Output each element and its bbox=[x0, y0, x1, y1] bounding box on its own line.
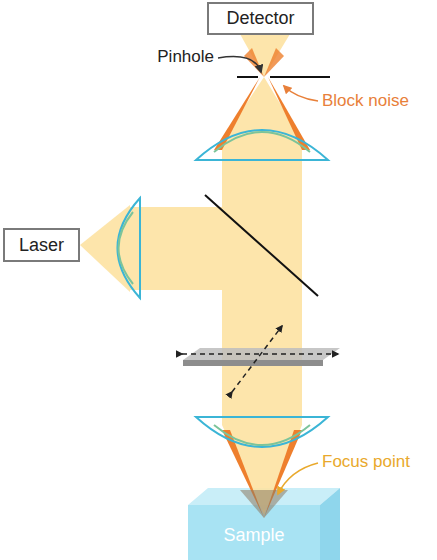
top-lens bbox=[196, 130, 328, 160]
sample-label-box: Sample bbox=[188, 518, 320, 552]
laser-lens bbox=[118, 198, 141, 298]
detector-box: Detector bbox=[207, 2, 314, 35]
leader-line bbox=[218, 57, 261, 72]
sample-block bbox=[188, 488, 340, 560]
leader-line bbox=[278, 463, 318, 494]
sample-cone bbox=[240, 490, 288, 518]
node-text: Laser bbox=[19, 235, 64, 256]
beam-splitter bbox=[205, 195, 318, 296]
callout-label: Focus point bbox=[322, 452, 410, 472]
objective-lens bbox=[196, 417, 328, 447]
light-beam bbox=[80, 34, 302, 515]
scan-mirror bbox=[182, 326, 340, 392]
part-label: Pinhole bbox=[157, 47, 214, 67]
callout-label: Block noise bbox=[322, 91, 409, 111]
laser-box: Laser bbox=[3, 228, 80, 262]
pinhole-plate bbox=[270, 76, 330, 78]
node-text: Detector bbox=[226, 8, 294, 29]
leader-line bbox=[284, 86, 318, 101]
node-text: Sample bbox=[223, 525, 284, 546]
pinhole-plate bbox=[237, 76, 258, 78]
